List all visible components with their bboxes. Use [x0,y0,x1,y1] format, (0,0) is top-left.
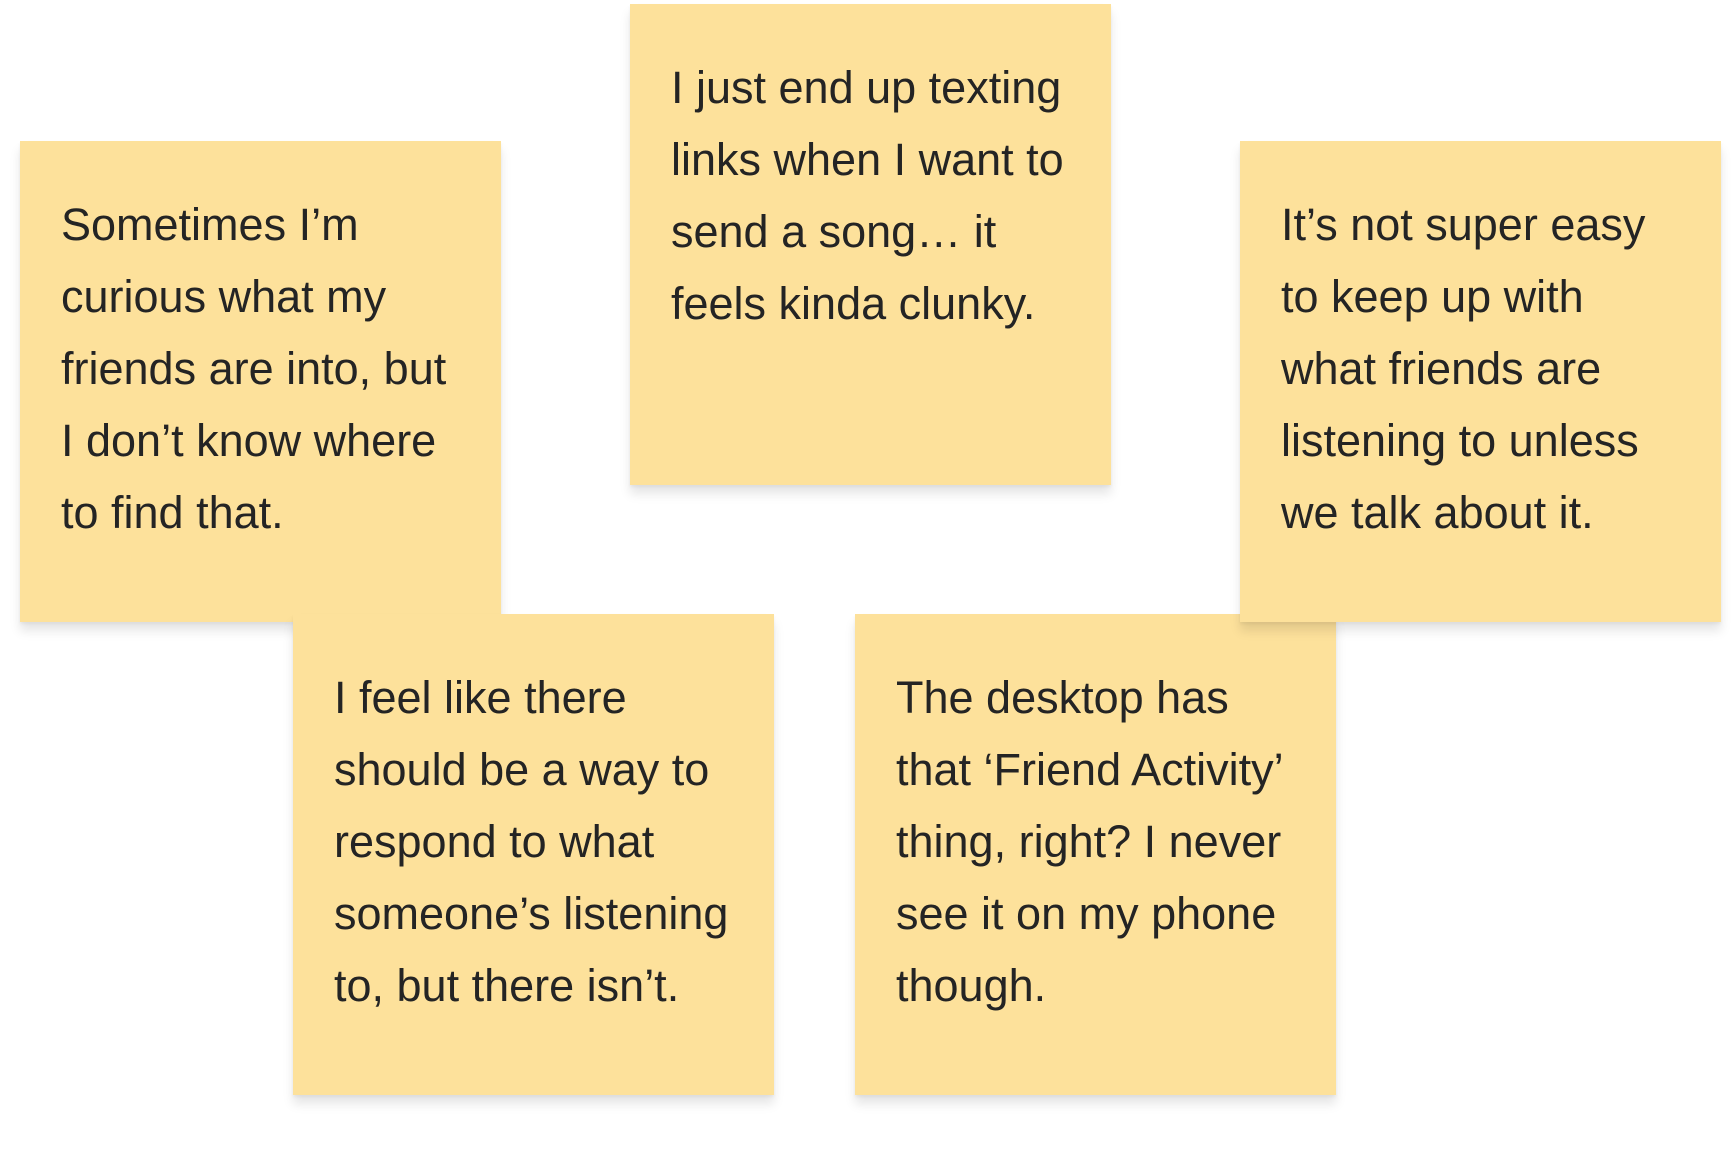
sticky-note-text: It’s not super easy to keep up with what… [1281,199,1646,538]
sticky-note-text: I just end up texting links when I want … [671,62,1064,329]
sticky-note-text: I feel like there should be a way to res… [334,672,729,1011]
sticky-note[interactable]: The desktop has that ‘Friend Activity’ t… [855,614,1336,1095]
sticky-note[interactable]: It’s not super easy to keep up with what… [1240,141,1721,622]
sticky-note-text: Sometimes I’m curious what my friends ar… [61,199,447,538]
sticky-note[interactable]: I just end up texting links when I want … [630,4,1111,485]
sticky-note-text: The desktop has that ‘Friend Activity’ t… [896,672,1282,1011]
sticky-note[interactable]: Sometimes I’m curious what my friends ar… [20,141,501,622]
sticky-note[interactable]: I feel like there should be a way to res… [293,614,774,1095]
